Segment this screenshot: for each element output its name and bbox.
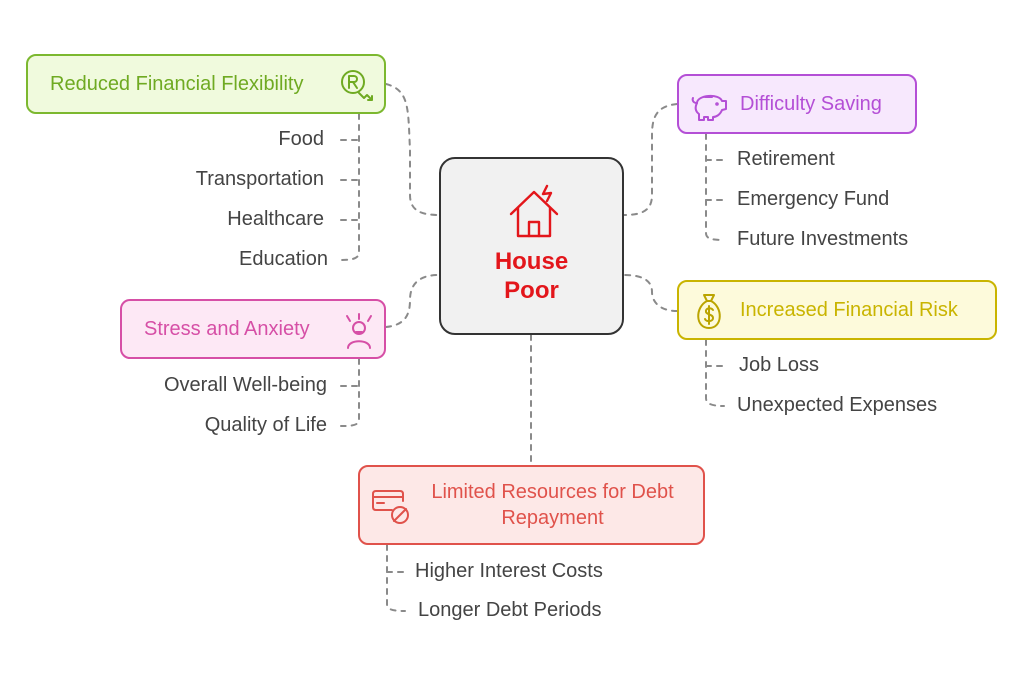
branch-debt-label-line2: Repayment [501, 507, 604, 529]
connector-flexibility [385, 83, 440, 216]
branch-debt-label-line1: Limited Resources for Debt [431, 481, 674, 503]
rupee-down-trend-icon [341, 70, 373, 101]
branch-saving[interactable]: Difficulty Saving [677, 74, 917, 134]
stressed-person-icon [346, 313, 372, 349]
center-title: House Poor [441, 247, 622, 305]
branch-risk-label: Increased Financial Risk [740, 298, 958, 321]
branch-debt-label: Limited Resources for Debt Repayment [416, 479, 689, 531]
leaf-food: Food [278, 128, 324, 150]
branch-saving-label: Difficulty Saving [740, 92, 882, 115]
leaf-longer-debt-periods: Longer Debt Periods [418, 599, 602, 621]
leaf-healthcare: Healthcare [227, 208, 324, 230]
leaf-emergency-fund: Emergency Fund [737, 188, 890, 210]
leaf-transportation: Transportation [195, 168, 324, 190]
leaf-quality-of-life: Quality of Life [204, 414, 327, 436]
branch-debt[interactable]: Limited Resources for Debt Repayment [358, 465, 705, 545]
piggy-bank-icon [691, 95, 727, 121]
blocked-card-icon [372, 490, 409, 524]
center-title-line2: Poor [504, 277, 559, 304]
branch-stress-label: Stress and Anxiety [144, 317, 310, 340]
leaf-higher-interest-costs: Higher Interest Costs [415, 560, 603, 582]
leaf-education: Education [239, 248, 328, 270]
leaf-retirement: Retirement [737, 148, 835, 170]
branch-risk[interactable]: Increased Financial Risk [677, 280, 997, 340]
money-bag-icon [697, 294, 721, 329]
connector-saving [623, 103, 678, 216]
center-node[interactable]: House Poor [439, 157, 624, 335]
connector-stress [385, 274, 440, 328]
branch-stress[interactable]: Stress and Anxiety [120, 299, 386, 359]
connector-risk [623, 274, 678, 312]
branch-flexibility[interactable]: Reduced Financial Flexibility [26, 54, 386, 114]
house-icon [509, 184, 559, 238]
branch-flexibility-label: Reduced Financial Flexibility [50, 72, 304, 95]
leaf-job-loss: Job Loss [739, 354, 820, 376]
leaf-unexpected-expenses: Unexpected Expenses [737, 394, 938, 416]
center-title-line1: House [494, 248, 569, 275]
leaf-overall-well-being: Overall Well-being [163, 374, 327, 396]
leaf-future-investments: Future Investments [737, 228, 909, 250]
